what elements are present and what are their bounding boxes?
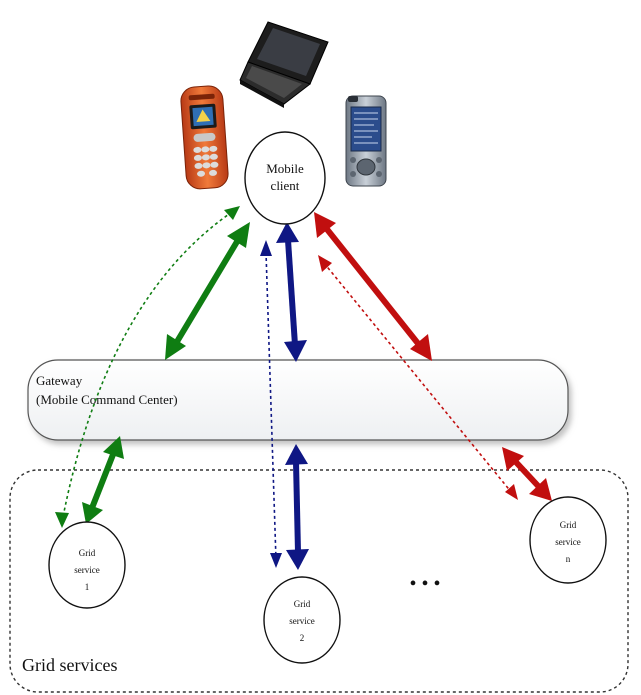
green-dotted-arrow (61, 211, 233, 523)
grid-service-2-node (263, 576, 341, 664)
blue-dotted-arrowhead-bottom (270, 553, 282, 568)
green-dotted-arrowhead-top (224, 206, 240, 220)
red-client-gateway-arrow (314, 212, 432, 361)
grid-service-n-sublabel: service (555, 537, 580, 547)
grid-service-1-label: Grid (79, 548, 96, 558)
mobile-client-sublabel: client (271, 178, 300, 193)
grid-service-2-number: 2 (300, 633, 305, 643)
gateway-box (27, 359, 569, 441)
gateway-label: Gateway (36, 373, 83, 388)
grid-service-1-sublabel: service (74, 565, 99, 575)
blue-gateway-service2-arrow (285, 444, 309, 570)
grid-service-2-label: Grid (294, 599, 311, 609)
grid-service-n-label: Grid (560, 520, 577, 530)
grid-service-n-node (529, 496, 607, 584)
red-gateway-servicen-arrow (502, 447, 552, 501)
blue-client-gateway-arrow (276, 222, 307, 362)
red-dotted-arrow (323, 262, 513, 494)
green-gateway-service1-arrow (82, 436, 124, 524)
grid-services-label: Grid services (22, 655, 117, 675)
green-client-gateway-arrow (165, 222, 250, 360)
mobile-client-node (244, 131, 326, 225)
grid-service-n-number: n (566, 554, 571, 564)
laptop-icon (239, 21, 329, 108)
pda-icon (345, 95, 387, 187)
more-services-ellipsis: • • • (409, 573, 440, 595)
grid-service-1-node (48, 521, 126, 609)
red-dotted-arrowhead-top (318, 255, 332, 272)
grid-service-2-sublabel: service (289, 616, 314, 626)
green-dotted-arrowhead-bottom (55, 512, 69, 528)
grid-service-1-number: 1 (85, 582, 90, 592)
blue-dotted-arrowhead-top (260, 240, 272, 256)
red-dotted-arrowhead-bottom (505, 484, 518, 500)
gateway-sublabel: (Mobile Command Center) (36, 392, 178, 407)
mobile-client-label: Mobile (266, 161, 304, 176)
mobile-phone-icon (180, 85, 229, 190)
